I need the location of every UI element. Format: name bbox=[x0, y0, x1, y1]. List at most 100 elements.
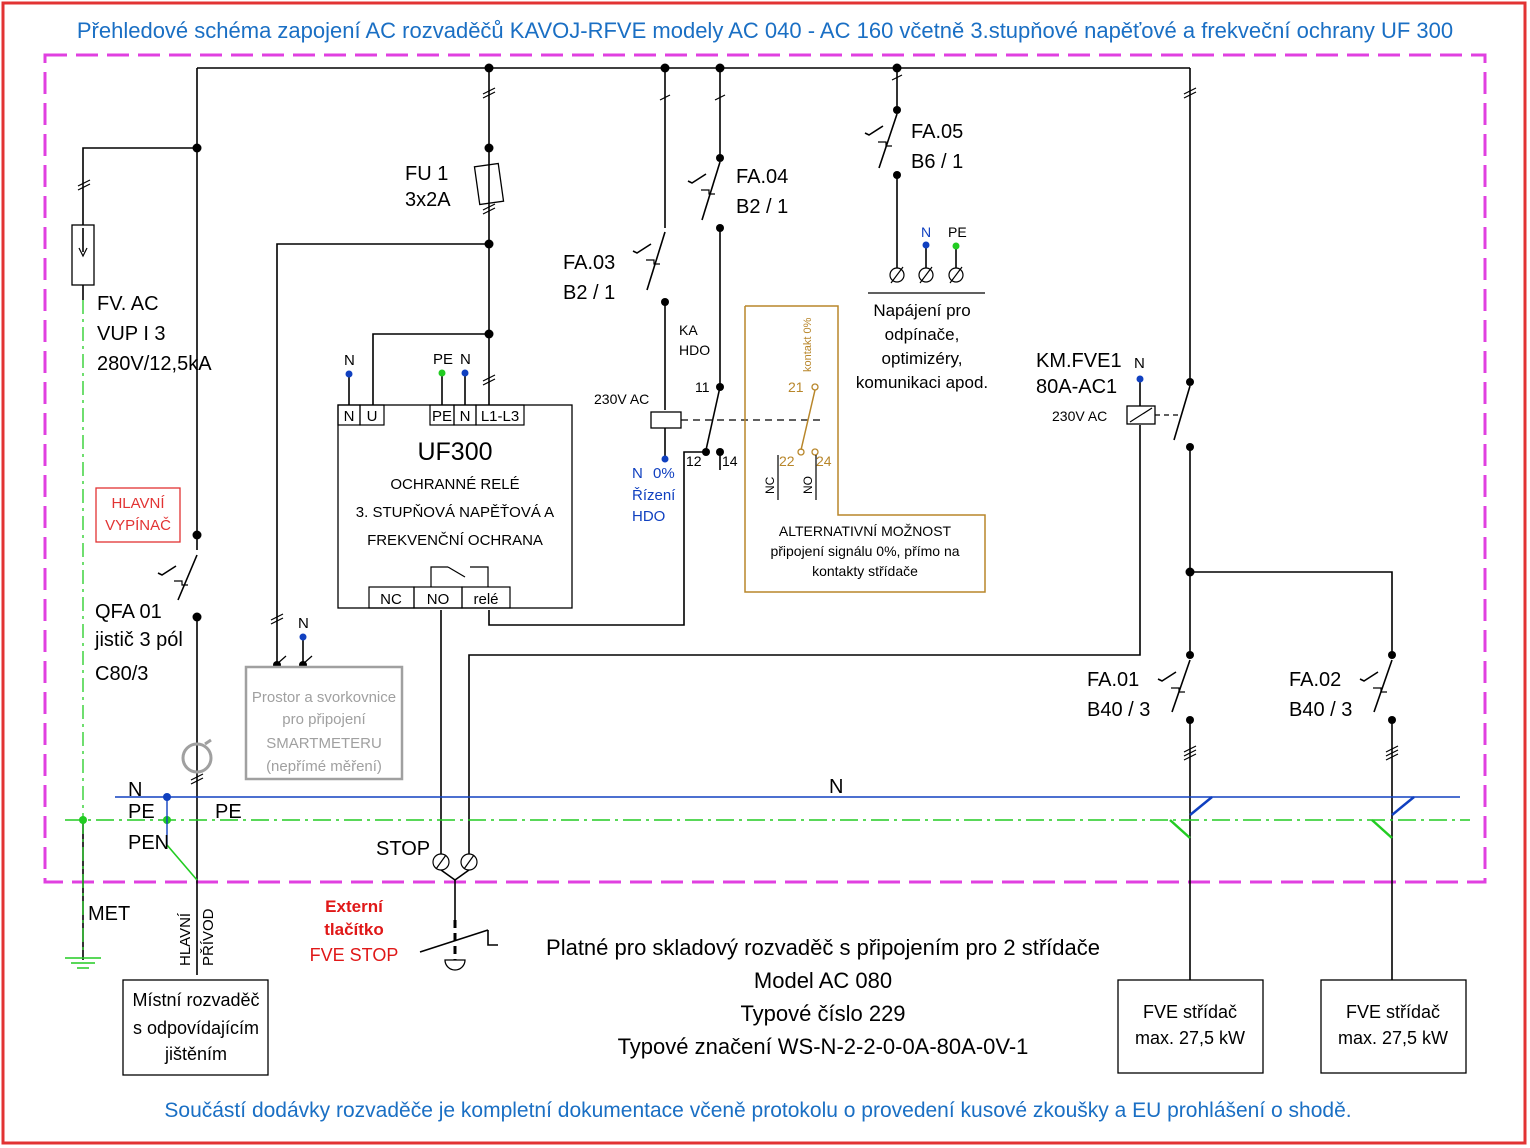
uf300-pe-above: PE bbox=[433, 351, 453, 368]
hdo-pin-11: 11 bbox=[695, 379, 710, 395]
contactor-n: N bbox=[1134, 355, 1145, 372]
alt-line-3: kontakty střídače bbox=[812, 563, 918, 579]
bus-pe-right: PE bbox=[215, 801, 242, 823]
alt-line-2: připojení signálu 0%, přímo na bbox=[770, 543, 959, 559]
fa05-name: FA.05 bbox=[911, 121, 963, 143]
met-label: MET bbox=[88, 903, 130, 925]
inverter-2: FVE střídač max. 27,5 kW bbox=[1320, 979, 1467, 1074]
fa03-name: FA.03 bbox=[563, 252, 615, 274]
alt-line-1: ALTERNATIVNÍ MOŽNOST bbox=[779, 523, 952, 539]
supply-line-3: optimizéry, bbox=[882, 349, 963, 368]
junction-dots bbox=[192, 63, 1396, 724]
smartmeter-n: N bbox=[298, 615, 309, 632]
uf300-relay: N U PE N L1-L3 NC NO relé UF300 OCHRANNÉ… bbox=[337, 351, 573, 609]
hdo-pin-14: 14 bbox=[722, 453, 738, 469]
fa01-rating: B40 / 3 bbox=[1087, 699, 1150, 721]
uf300-n-above: N bbox=[344, 352, 355, 369]
hdo-hdo2: HDO bbox=[632, 508, 665, 525]
fa04-rating: B2 / 1 bbox=[736, 196, 788, 218]
alt-no: NO bbox=[801, 476, 815, 494]
alt-pin-24: 24 bbox=[816, 453, 832, 469]
stop-ext-2: tlačítko bbox=[324, 920, 384, 939]
diagram-title: Přehledové schéma zapojení AC rozvaděčů … bbox=[77, 18, 1453, 43]
supply-line-1: Napájení pro bbox=[873, 301, 970, 320]
enclosure-boundary bbox=[43, 53, 1487, 884]
fuse-rating: 3x2A bbox=[405, 189, 451, 211]
uf300-top-t5: L1-L3 bbox=[481, 408, 519, 425]
feed-line-1: HLAVNÍ bbox=[177, 912, 194, 966]
uf300-n2-above: N bbox=[460, 351, 471, 368]
validity-line-1: Platné pro skladový rozvaděč s připojení… bbox=[546, 935, 1100, 960]
validity-line-4: Typové značení WS-N-2-2-0-0A-80A-0V-1 bbox=[618, 1034, 1029, 1059]
hdo-ka: KA bbox=[679, 322, 698, 338]
hdo-percent: 0% bbox=[653, 465, 675, 482]
validity-block: Platné pro skladový rozvaděč s připojení… bbox=[546, 935, 1100, 1059]
alternative-option: kontakt 0% 21 22 24 NC NO ALTERNATIVNÍ M… bbox=[744, 305, 986, 593]
main-switch-rating: C80/3 bbox=[95, 663, 148, 685]
footer-note: Součástí dodávky rozvaděče je kompletní … bbox=[164, 1099, 1351, 1122]
breaker-fa02: FA.02 B40 / 3 bbox=[1289, 659, 1393, 721]
contactor-rating: 80A-AC1 bbox=[1036, 376, 1117, 398]
main-switch-desc: jistič 3 pól bbox=[94, 629, 183, 651]
main-wiring bbox=[77, 67, 1399, 980]
fa02-rating: B40 / 3 bbox=[1289, 699, 1352, 721]
inverter-1-line-1: FVE střídač bbox=[1143, 1002, 1237, 1022]
bus-n-left: N bbox=[128, 779, 142, 801]
smartmeter-line-4: (nepřímé měření) bbox=[266, 758, 382, 775]
validity-line-3: Typové číslo 229 bbox=[740, 1001, 905, 1026]
uf300-top-t1: N bbox=[344, 408, 355, 425]
uf300-line-3: FREKVENČNÍ OCHRANA bbox=[367, 532, 543, 549]
supply-line-4: komunikaci apod. bbox=[856, 373, 988, 392]
alt-pin-22: 22 bbox=[779, 453, 795, 469]
main-feed: HLAVNÍ PŘÍVOD Místní rozvaděč s odpovída… bbox=[122, 908, 269, 1076]
uf300-bottom-t1: NC bbox=[380, 591, 402, 608]
hdo-coil-voltage: 230V AC bbox=[594, 391, 649, 407]
bus-pen: PEN bbox=[128, 832, 169, 854]
hdo-hdo: HDO bbox=[679, 342, 710, 358]
local-board-line-3: jištěním bbox=[164, 1044, 227, 1064]
inverter-2-line-1: FVE střídač bbox=[1346, 1002, 1440, 1022]
fa03-rating: B2 / 1 bbox=[563, 282, 615, 304]
hdo-relay: KA HDO 230V AC N 0% Řízení HDO 11 12 14 bbox=[594, 322, 820, 525]
uf300-top-t3: PE bbox=[432, 408, 452, 425]
bus-n-center: N bbox=[829, 776, 843, 798]
uf300-top-t2: U bbox=[367, 408, 378, 425]
bus-pe-left: PE bbox=[128, 801, 155, 823]
supply-pe-label: PE bbox=[948, 224, 967, 240]
uf300-bottom-t3: relé bbox=[473, 591, 498, 608]
surge-arrester-type: VUP I 3 bbox=[97, 323, 166, 345]
hdo-n: N bbox=[632, 465, 643, 482]
main-switch-tag-1: HLAVNÍ bbox=[111, 495, 165, 512]
fa01-name: FA.01 bbox=[1087, 669, 1139, 691]
contactor-coil-voltage: 230V AC bbox=[1052, 408, 1107, 424]
surge-arrester-name: FV. AC bbox=[97, 293, 159, 315]
uf300-title: UF300 bbox=[417, 438, 492, 466]
surge-arrester: FV. AC VUP I 3 280V/12,5kA bbox=[71, 224, 212, 375]
inverter-1: FVE střídač max. 27,5 kW bbox=[1117, 979, 1264, 1074]
feed-line-2: PŘÍVOD bbox=[200, 908, 217, 966]
fa02-name: FA.02 bbox=[1289, 669, 1341, 691]
hdo-rizeni: Řízení bbox=[632, 487, 676, 504]
alt-nc: NC bbox=[763, 476, 777, 494]
smartmeter-line-1: Prostor a svorkovnice bbox=[252, 689, 396, 706]
local-board-line-2: s odpovídajícím bbox=[133, 1018, 259, 1038]
fuse-name: FU 1 bbox=[405, 163, 448, 185]
stop-label: STOP bbox=[376, 838, 430, 860]
main-switch: HLAVNÍ VYPÍNAČ QFA 01 jistič 3 pól C80/3 bbox=[94, 487, 198, 685]
surge-arrester-rating: 280V/12,5kA bbox=[97, 353, 212, 375]
smartmeter-area: N Prostor a svorkovnice pro připojení SM… bbox=[181, 615, 404, 785]
stop-ext-3: FVE STOP bbox=[310, 945, 399, 965]
ground-met: MET bbox=[65, 300, 130, 969]
uf300-line-1: OCHRANNÉ RELÉ bbox=[390, 476, 519, 493]
fuse-fu1: FU 1 3x2A bbox=[405, 162, 505, 211]
supply-n-label: N bbox=[921, 224, 931, 240]
breaker-fa04: FA.04 B2 / 1 bbox=[687, 161, 788, 221]
alt-contact-label: kontakt 0% bbox=[802, 317, 814, 372]
validity-line-2: Model AC 080 bbox=[754, 968, 892, 993]
stop-button: STOP Externí tlačítko FVE STOP bbox=[310, 838, 498, 971]
uf300-line-2: 3. STUPŇOVÁ NAPĚŤOVÁ A bbox=[356, 504, 554, 521]
stop-ext-1: Externí bbox=[325, 897, 384, 916]
